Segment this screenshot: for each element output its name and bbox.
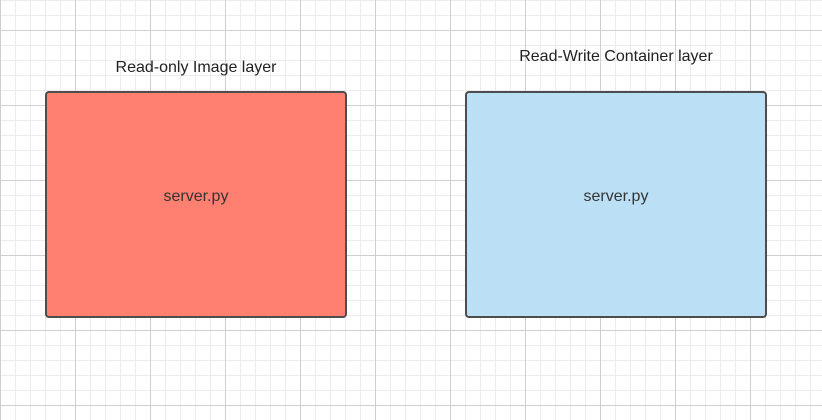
container-layer-file-label: server.py xyxy=(583,187,649,205)
container-layer-title: Read-Write Container layer xyxy=(519,48,713,65)
image-layer-file-label: server.py xyxy=(163,187,229,205)
image-layer-title: Read-only Image layer xyxy=(115,59,277,76)
container-layer-box[interactable]: server.py xyxy=(465,91,767,318)
image-layer-box[interactable]: server.py xyxy=(45,91,347,318)
